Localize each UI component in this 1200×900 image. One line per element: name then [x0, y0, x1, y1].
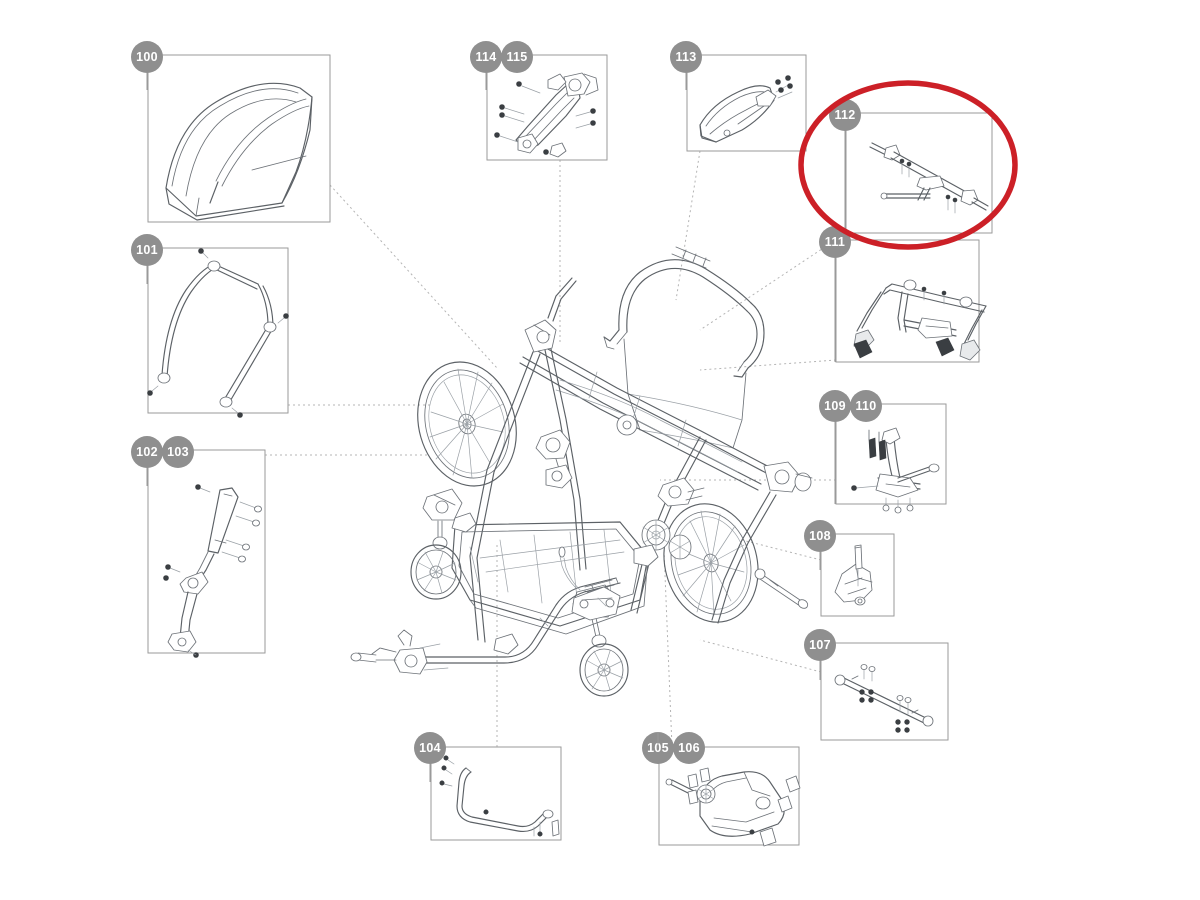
callout-100-box [147, 54, 331, 223]
badge-115-label: 115 [506, 50, 527, 64]
leader-108 [741, 539, 822, 561]
badge-115-circle [501, 41, 533, 73]
callout-113[interactable]: 113 [670, 41, 807, 152]
callout-112[interactable]: 112 [829, 99, 993, 234]
badge-110-circle [850, 390, 882, 422]
part-hitch-coupler-assembly [851, 427, 940, 514]
callout-102-103[interactable]: 102 103 [131, 436, 266, 658]
badge-102-circle [131, 436, 163, 468]
diagonal-strut-left [469, 351, 541, 643]
badge-103-label: 103 [167, 445, 189, 459]
callout-102-103-box [147, 449, 266, 654]
badge-106-circle [673, 732, 705, 764]
frame-fittings [451, 512, 607, 655]
part-handlebar-cross-tube [869, 142, 989, 214]
part-fender-guard [699, 75, 793, 143]
badge-111-label: 111 [825, 235, 845, 249]
leader-112 [699, 232, 847, 331]
part-cargo-box-shell [165, 82, 313, 221]
seat-back-frame [623, 338, 747, 449]
badge-101-circle [131, 234, 163, 266]
callout-111[interactable]: 111 [819, 226, 987, 363]
wheel-front-left [417, 361, 517, 487]
tow-bar-coupler [350, 629, 449, 675]
callout-104[interactable]: 104 [414, 732, 562, 841]
badge-106-label: 106 [678, 741, 700, 755]
upper-hinge-boss [524, 277, 577, 353]
callout-108[interactable]: 108 [804, 520, 895, 617]
part-bumper-bar [439, 755, 560, 837]
part-linkage-arm-and-bracket [163, 484, 262, 658]
main-assembly [350, 246, 813, 697]
badge-101-label: 101 [136, 243, 158, 257]
callout-104-box [430, 746, 562, 841]
callout-107-box [820, 642, 949, 741]
callout-101[interactable]: 101 [131, 234, 289, 418]
brake-hub-cluster [535, 429, 573, 489]
callout-101-box [147, 247, 289, 414]
badge-103-circle [162, 436, 194, 468]
badge-104-label: 104 [419, 741, 441, 755]
diagonal-strut-right [711, 491, 777, 624]
part-cross-brace-rod [834, 664, 934, 733]
right-hinge-boss [763, 461, 813, 493]
badge-112-circle [829, 99, 861, 131]
badge-112-label: 112 [834, 108, 855, 122]
callout-114-115[interactable]: 114 115 [470, 41, 608, 161]
leader-107 [699, 639, 822, 673]
tow-bar-arm [350, 546, 621, 675]
badge-111-circle [819, 226, 851, 258]
badge-104-circle [414, 732, 446, 764]
axle-rod [754, 568, 809, 609]
leader-113 [675, 150, 701, 301]
badge-107-label: 107 [809, 638, 831, 652]
badge-107-circle [804, 629, 836, 661]
callout-109-110[interactable]: 109 110 [819, 390, 947, 514]
badge-113-label: 113 [675, 50, 696, 64]
frame-connector-right [657, 477, 705, 507]
callout-107[interactable]: 107 [804, 629, 949, 741]
part-axle-mount-block [834, 544, 873, 606]
caster-wheel-left [410, 488, 463, 600]
hub-gear-cluster [633, 519, 692, 567]
callout-114-115-box [486, 54, 608, 161]
part-folding-joint-lever [494, 72, 599, 158]
hitch-bracket [571, 586, 621, 621]
badge-110-label: 110 [855, 399, 876, 413]
badge-114-circle [470, 41, 502, 73]
seat-pan-crossmember [555, 371, 743, 473]
callout-113-box [686, 54, 807, 152]
badge-109-circle [819, 390, 851, 422]
callout-108-box [820, 533, 895, 617]
mid-hinge-boss [616, 414, 638, 436]
callout-111-box [835, 239, 980, 363]
callout-105-106-box [658, 746, 800, 846]
part-frame-side-tube-pair [147, 248, 289, 418]
badge-113-circle [670, 41, 702, 73]
part-wheel-hub-housing [665, 767, 801, 847]
callout-105-106[interactable]: 105 106 [642, 732, 801, 847]
callout-100[interactable]: 100 [131, 41, 331, 223]
diagonal-strut-mid [544, 348, 587, 571]
callout-109-110-box [835, 403, 947, 505]
leader-100 [329, 184, 498, 369]
push-handlebar [603, 246, 765, 378]
badge-100-label: 100 [136, 50, 158, 64]
callout-112-box [845, 112, 993, 234]
badge-108-circle [804, 520, 836, 552]
badge-114-label: 114 [475, 50, 496, 64]
badge-108-label: 108 [809, 529, 831, 543]
badge-109-label: 109 [824, 399, 846, 413]
part-rear-frame-yoke [853, 279, 987, 361]
badge-100-circle [131, 41, 163, 73]
highlight-ellipse-112 [798, 80, 1018, 250]
badge-102-label: 102 [136, 445, 158, 459]
wheel-rear-right [663, 503, 759, 623]
